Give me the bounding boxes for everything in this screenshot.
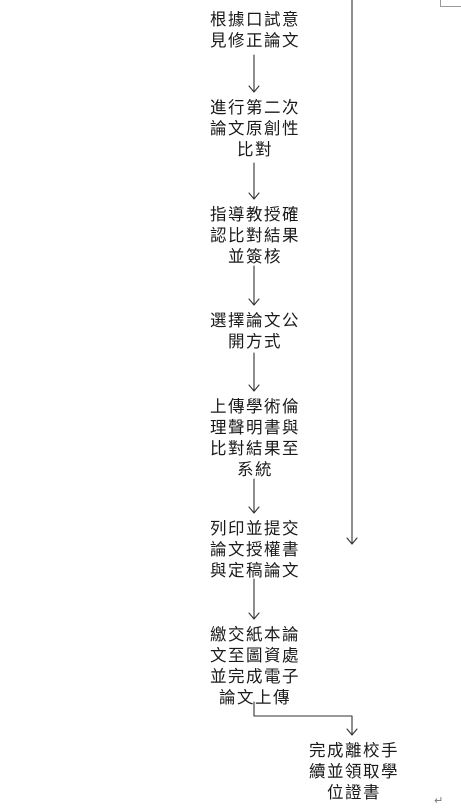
step-complete-departure: 完成離校手續並領取學位證書 bbox=[284, 740, 424, 803]
step-text-line: 繳交紙本論 bbox=[210, 625, 300, 644]
page-corner-mark bbox=[440, 0, 461, 7]
step-text-line: 並簽核 bbox=[228, 247, 282, 266]
step-text-line: 上傳學術倫 bbox=[210, 397, 300, 416]
step-text-line: 比對結果至 bbox=[210, 439, 300, 458]
step-text-line: 選擇論文公 bbox=[210, 311, 300, 330]
step-submit-paper-copy: 繳交紙本論文至圖資處並完成電子論文上傳 bbox=[185, 624, 325, 708]
step-text-line: 列印並提交 bbox=[210, 519, 300, 538]
step-text-line: 見修正論文 bbox=[210, 31, 300, 50]
step-text-line: 系統 bbox=[237, 460, 273, 479]
step-revise-thesis: 根據口試意見修正論文 bbox=[185, 9, 325, 51]
step-text-line: 根據口試意 bbox=[210, 10, 300, 29]
step-text-line: 文至圖資處 bbox=[210, 646, 300, 665]
step-advisor-confirm: 指導教授確認比對結果並簽核 bbox=[185, 204, 325, 267]
step-choose-publication: 選擇論文公開方式 bbox=[185, 310, 325, 352]
arrow-s4-s5 bbox=[248, 352, 260, 392]
paragraph-return-icon: ↵ bbox=[434, 794, 444, 807]
step-text-line: 比對 bbox=[237, 140, 273, 159]
step-print-submit-authorization: 列印並提交論文授權書與定稿論文 bbox=[185, 518, 325, 581]
step-second-originality-check: 進行第二次論文原創性比對 bbox=[185, 97, 325, 160]
arrow-s7-s8 bbox=[253, 701, 358, 736]
step-text-line: 並完成電子 bbox=[210, 667, 300, 686]
step-text-line: 論文原創性 bbox=[210, 119, 300, 138]
step-text-line: 開方式 bbox=[228, 332, 282, 351]
step-text-line: 續並領取學 bbox=[309, 762, 399, 781]
arrow-right-vertical bbox=[346, 0, 358, 545]
step-text-line: 完成離校手 bbox=[309, 741, 399, 760]
step-text-line: 進行第二次 bbox=[210, 98, 300, 117]
arrow-s3-s4 bbox=[248, 265, 260, 306]
step-text-line: 位證書 bbox=[327, 783, 381, 802]
step-upload-ethics-statement: 上傳學術倫理聲明書與比對結果至系統 bbox=[185, 396, 325, 480]
step-text-line: 指導教授確 bbox=[210, 205, 300, 224]
arrow-s1-s2 bbox=[248, 54, 260, 93]
arrow-s5-s6 bbox=[248, 478, 260, 514]
arrow-s2-s3 bbox=[248, 162, 260, 200]
step-text-line: 與定稿論文 bbox=[210, 561, 300, 580]
step-text-line: 論文授權書 bbox=[210, 540, 300, 559]
step-text-line: 認比對結果 bbox=[210, 226, 300, 245]
step-text-line: 論文上傳 bbox=[219, 688, 291, 707]
arrow-s6-s7 bbox=[248, 578, 260, 620]
step-text-line: 理聲明書與 bbox=[210, 418, 300, 437]
